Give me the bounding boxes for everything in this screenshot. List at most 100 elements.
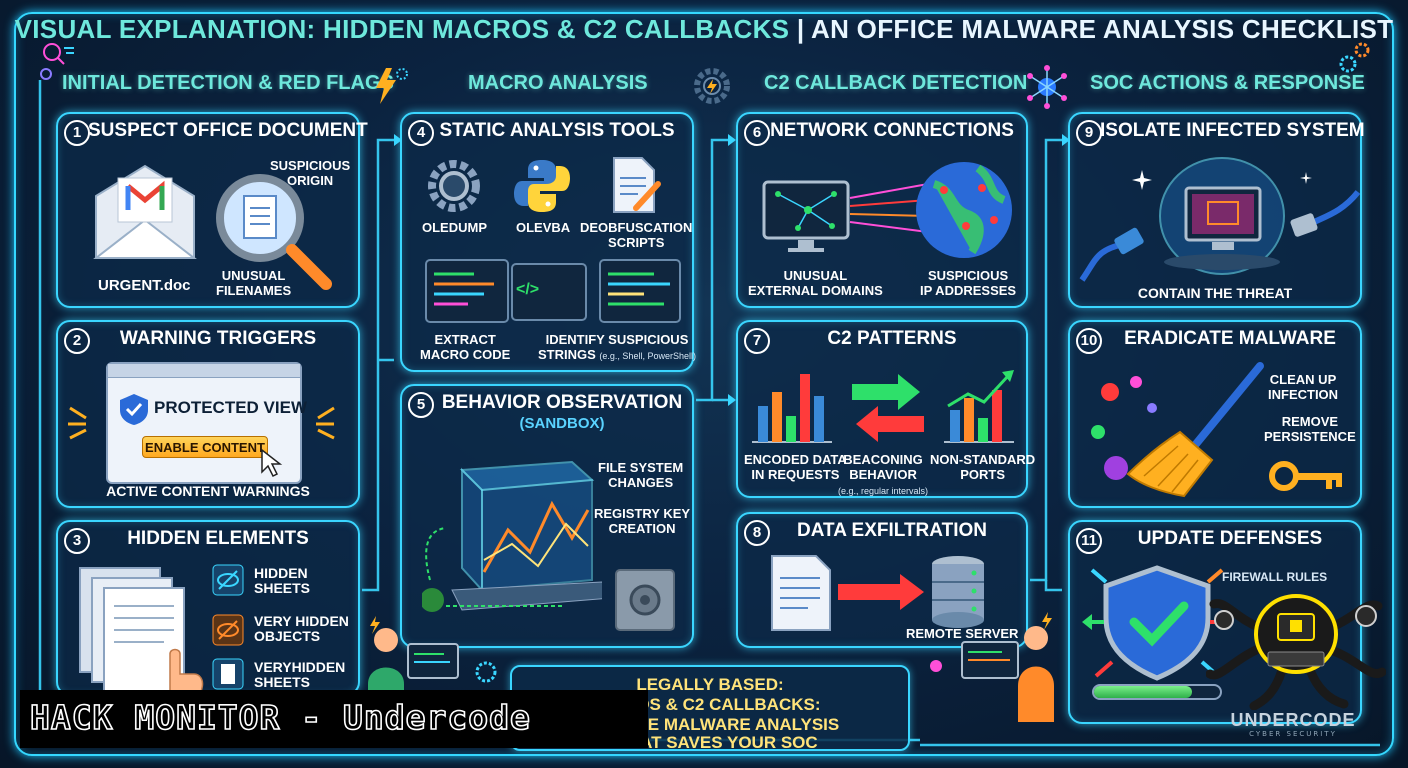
panel-data-exfiltration: 8 DATA EXFILTRATION REMOTE SERVER	[736, 512, 1028, 648]
undercode-logo-text: UNDERCODE	[1230, 710, 1356, 730]
encoded-data-chart-icon	[752, 374, 832, 443]
olevba-label: OLEVBA	[516, 220, 571, 235]
cursor-icon	[261, 448, 283, 478]
panel-title: UPDATE DEFENSES	[1137, 528, 1323, 549]
step-number: 4	[408, 120, 434, 146]
panel-title: C2 PATTERNS	[827, 328, 957, 349]
alert-spark-icon	[68, 406, 87, 440]
gear-icon	[694, 68, 730, 104]
script-document-icon	[613, 157, 661, 213]
step-number: 8	[744, 520, 770, 546]
panel-warning-triggers: 2 WARNING TRIGGERS PROTECTED VIEW ENABLE…	[56, 320, 360, 508]
column-header-soc: SOC ACTIONS & RESPONSE	[1090, 72, 1365, 94]
hidden-eye-icon	[212, 564, 244, 596]
step-number: 3	[64, 528, 90, 554]
gear-icon	[428, 160, 480, 212]
panel-title: HIDDEN ELEMENTS	[127, 528, 309, 549]
step-number: 6	[744, 120, 770, 146]
sandbox-cube-icon	[422, 460, 602, 612]
panel-title: ISOLATE INFECTED SYSTEM	[1100, 120, 1365, 141]
step-number: 10	[1076, 328, 1102, 354]
column-header-c2: C2 CALLBACK DETECTION	[764, 72, 1028, 94]
title-part-2: AN OFFICE MALWARE ANALYSIS CHECKLIST	[811, 14, 1394, 44]
c2-pattern-icons	[752, 370, 1014, 443]
outer-frame	[14, 12, 1394, 756]
remote-server-label: REMOTE SERVER	[906, 626, 1019, 641]
envelope-icon	[93, 164, 197, 259]
alert-spark-icon	[316, 406, 335, 440]
firewall-rules-label: FIREWALL RULES	[1222, 570, 1328, 584]
column-header-detection: INITIAL DETECTION & RED FLAGS	[62, 72, 394, 94]
active-content-label: ACTIVE CONTENT WARNINGS	[106, 483, 310, 499]
panel-isolate-system: 9 ISOLATE INFECTED SYSTEM CONTAIN THE TH…	[1068, 112, 1365, 308]
step-number: 9	[1076, 120, 1102, 146]
monitor-globe-icon	[762, 162, 1012, 258]
beaconing-arrows-icon	[852, 374, 924, 442]
step-number: 1	[64, 120, 90, 146]
watermark-text: HACK MONITOR - Undercode	[29, 697, 531, 738]
panel-behavior-observation: 5 BEHAVIOR OBSERVATION (SANDBOX) FILE SY…	[400, 384, 694, 648]
network-globe-icon	[1027, 65, 1067, 109]
defense-progress-bar	[1092, 684, 1222, 700]
ports-chart-icon	[944, 370, 1014, 443]
hidden-eye-icon	[212, 614, 244, 646]
enable-content-button[interactable]: ENABLE CONTENT	[142, 436, 268, 458]
exfiltration-graphic	[771, 555, 984, 631]
step-number: 7	[744, 328, 770, 354]
watermark-banner: HACK MONITOR - Undercode	[20, 690, 648, 748]
footer-line-2: ACROS & C2 CALLBACKS:	[599, 695, 821, 714]
shield-icon	[120, 394, 148, 425]
key-icon	[1269, 461, 1342, 491]
virus-icon	[1091, 376, 1157, 480]
code-windows-icon	[425, 259, 681, 323]
step-number: 2	[64, 328, 90, 354]
footer-line-4: T THAT SAVES YOUR SOC	[602, 733, 818, 752]
footer-line-1: LEGALLY BASED:	[636, 675, 784, 694]
defense-shield-icon	[1082, 565, 1232, 681]
step-number: 5	[408, 392, 434, 418]
panel-static-analysis: 4 STATIC ANALYSIS TOOLS OLEDUMP OLEVBA D…	[400, 112, 696, 372]
analyst-workstation-icon	[368, 616, 497, 714]
panel-title: WARNING TRIGGERS	[119, 328, 317, 349]
sandbox-subtitle: (SANDBOX)	[519, 415, 605, 432]
title-part-1: VISUAL EXPLANATION: HIDDEN MACROS & C2 C…	[14, 14, 790, 44]
gear-icon	[1339, 42, 1370, 73]
panel-title: ERADICATE MALWARE	[1124, 328, 1336, 349]
isolated-computer-icon	[1079, 157, 1360, 282]
identify-strings-label: IDENTIFY SUSPICIOUS STRINGS (e.g., Shell…	[538, 332, 696, 362]
protected-view-label: PROTECTED VIEW	[154, 398, 308, 417]
column-header-macro: MACRO ANALYSIS	[468, 72, 648, 94]
panel-title: NETWORK CONNECTIONS	[770, 120, 1014, 141]
magnifier-icon	[216, 174, 332, 290]
panel-title: BEHAVIOR OBSERVATION	[441, 392, 683, 413]
python-logo-icon	[514, 160, 570, 212]
panel-title: SUSPECT OFFICE DOCUMENT	[88, 120, 368, 141]
server-icon	[932, 556, 984, 628]
oledump-label: OLEDUMP	[422, 220, 487, 235]
document-icon	[212, 658, 244, 690]
lightning-icon	[376, 68, 408, 104]
code-symbol: </>	[516, 281, 540, 298]
analyst-workstation-icon	[930, 612, 1054, 722]
undercode-logo-tagline: CYBER SECURITY	[1249, 730, 1337, 738]
panel-suspect-document: 1 SUSPECT OFFICE DOCUMENT URGENT.doc SUS…	[56, 112, 368, 308]
search-code-icon	[40, 43, 74, 80]
filename-label: URGENT.doc	[98, 277, 191, 294]
